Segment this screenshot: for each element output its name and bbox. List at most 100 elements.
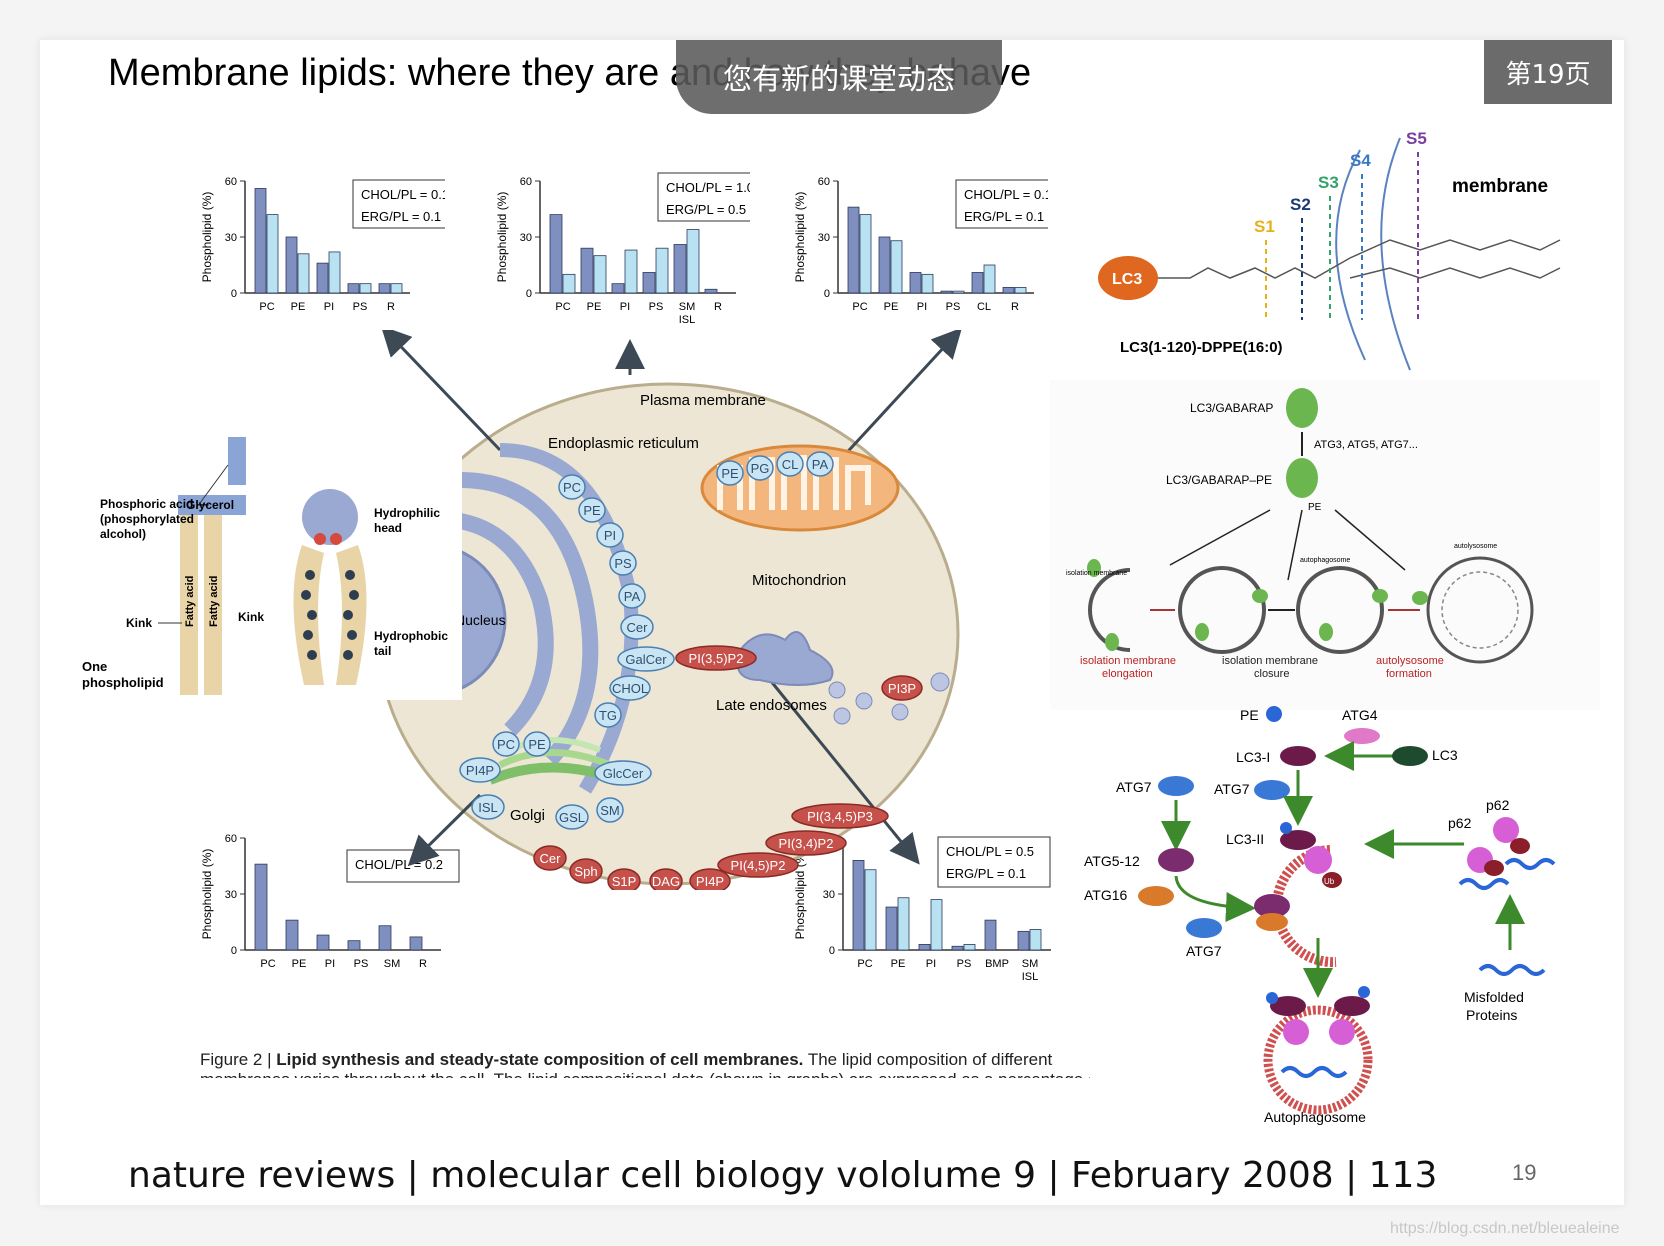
y-tick-label: 0 [231,945,237,957]
lipid-chip [459,757,501,783]
pe-label: PE [1308,502,1322,513]
lipid-chip-label: PG [751,461,770,476]
class-activity-toast[interactable]: 您有新的课堂动态 [676,40,1002,114]
bar [864,869,877,951]
ratio-text: CHOL/PL = 0.5 [946,844,1034,859]
bar [316,262,329,294]
lipid-chip [555,804,589,830]
chart-late-endosomes: Phospholipid (%)03060PCPEPIPSBMPSMISLCHO… [793,833,1051,983]
y-tick-label: 0 [824,288,830,300]
page-indicator-badge[interactable]: 第19页 [1484,40,1612,104]
bar [266,214,279,294]
phospholipid-panel: Glycerol Fatty acid Fatty acid Phosphori… [62,435,462,700]
bar [1029,929,1042,951]
lipid-chip-label: PI(3,5)P2 [689,651,744,666]
caption-cut-line: membranes varies throughout the cell. Th… [200,1070,1090,1078]
site-label: S3 [1318,173,1339,192]
lipid-chip-label: PA [624,589,641,604]
caption-bold: Lipid synthesis and steady-state composi… [276,1050,804,1069]
lipid-chip [558,474,586,500]
bar [285,919,299,951]
lipid-chip [609,550,637,576]
autophagosome-small: autophagosome [1300,557,1350,564]
figure-caption: Figure 2 | Lipid synthesis and steady-st… [200,1050,1052,1070]
y-axis-label: Phospholipid (%) [793,849,807,940]
x-tick-label: PS [957,958,972,970]
lipid-chip [717,852,799,878]
bar [686,229,700,294]
bar [254,863,268,951]
lipid-chip [881,675,923,701]
bar [859,214,872,294]
y-tick-label: 30 [520,232,532,244]
slide: Membrane lipids: where they are and how … [40,40,1624,1205]
y-tick-label: 0 [526,288,532,300]
y-axis-label: Phospholipid (%) [200,192,214,283]
watermark: https://blog.csdn.net/bleuealeine [1390,1220,1620,1237]
x-tick-label: PS [354,958,369,970]
ratio-box [346,849,460,883]
bar [930,899,943,951]
site-label: S2 [1290,195,1311,214]
bar [347,940,361,951]
lipid-chip-label: PI4P [696,874,724,889]
x-tick-label: R [714,301,722,313]
x-tick-label: PC [259,301,274,313]
lipid-chip-label: TG [599,708,617,723]
lipid-chip-label: ISL [478,800,498,815]
lipid-chip [596,797,624,823]
lipid-chip [596,522,624,548]
lipid-chip [791,803,889,829]
bar [580,247,594,294]
x-tick-label: PE [291,301,306,313]
lipid-chip [765,830,847,856]
bar [878,236,891,294]
y-axis-label: Phospholipid (%) [495,192,509,283]
ratio-text: CHOL/PL = 0.1 [964,187,1048,202]
x-tick-label: R [1011,301,1019,313]
bar [847,206,860,294]
x-tick-label: PI [917,301,927,313]
bar [1017,930,1030,951]
site-label: S5 [1406,129,1427,148]
lipid-chip [618,583,646,609]
autophagy-diagram: PE ATG4 LC3-I LC3 ATG7 ATG7 LC3-II ATG5-… [1084,706,1556,1125]
x-tick-label: PE [587,301,602,313]
site-label: S4 [1350,151,1371,170]
lipid-chip-label: PI(4,5)P2 [731,858,786,873]
bar [390,283,403,294]
x-tick-label: ISL [1022,971,1039,983]
x-tick-label: PI [325,958,335,970]
atg7-b-text: ATG7 [1214,781,1250,797]
lipid-chip-label: S1P [612,874,637,889]
endoplasmic-reticulum [419,511,554,736]
bar [642,272,656,294]
lipid-chip-label: PI [604,528,616,543]
bar [852,860,865,951]
lipid-chip [806,451,834,477]
kink-label-left: Kink [126,616,152,630]
glycerol-label: Glycerol [186,498,234,512]
ub-1: Ub [1324,877,1335,886]
x-tick-label: PE [292,958,307,970]
bar [593,255,607,294]
bar [297,253,310,294]
ratio-text: ERG/PL = 0.1 [964,209,1044,224]
lipid-chip-label: GlcCer [603,766,644,781]
lipid-chip [533,845,567,871]
lipid-chip [689,868,731,890]
bar [885,906,898,951]
x-tick-label: BMP [985,958,1009,970]
bar [963,943,976,951]
membrane-label: membrane [1452,176,1548,197]
lipid-chip-label: GalCer [625,652,667,667]
gabarap-label: LC3/GABARAP [1190,401,1273,415]
lipid-chip-label: PC [563,480,581,495]
caption-rest: The lipid composition of different [807,1050,1053,1069]
x-tick-label: PC [555,301,570,313]
lipid-chip-label: DAG [652,874,680,889]
